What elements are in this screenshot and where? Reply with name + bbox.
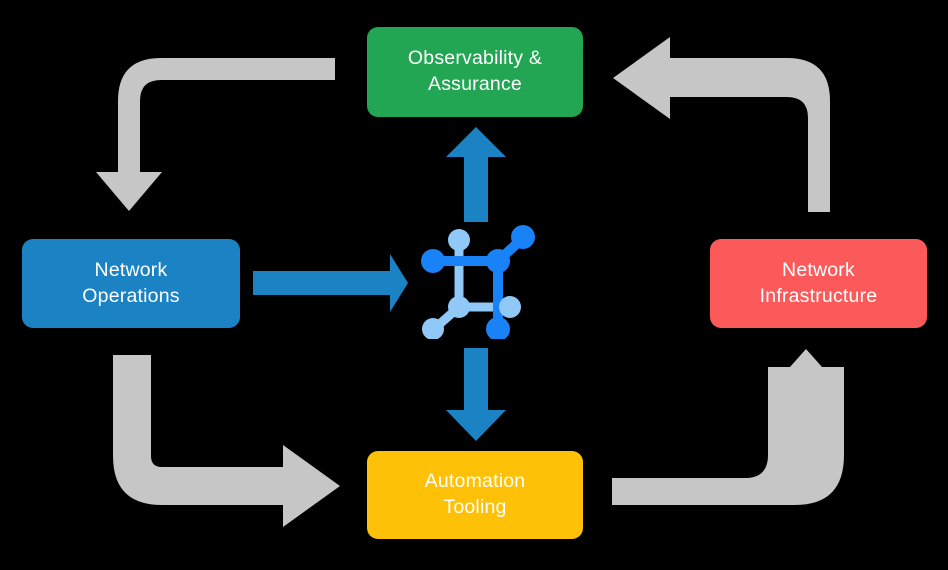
icon-nodes-primary bbox=[421, 225, 535, 339]
connector-infrastructure-to-observability bbox=[613, 37, 830, 212]
connector-hub-to-observability bbox=[446, 127, 506, 222]
connector-observability-to-operations bbox=[96, 58, 335, 211]
node-automation-tooling[interactable]: Automation Tooling bbox=[367, 451, 583, 539]
connector-hub-to-automation bbox=[446, 348, 506, 441]
icon-nodes-secondary bbox=[422, 229, 521, 339]
network-topology-icon bbox=[421, 225, 535, 339]
node-network-infrastructure[interactable]: Network Infrastructure bbox=[710, 239, 927, 328]
node-observability-assurance[interactable]: Observability & Assurance bbox=[367, 27, 583, 117]
connector-operations-to-hub bbox=[253, 254, 408, 312]
connector-operations-to-automation bbox=[113, 355, 340, 527]
connector-automation-to-infrastructure bbox=[612, 349, 844, 505]
node-network-operations[interactable]: Network Operations bbox=[22, 239, 240, 328]
